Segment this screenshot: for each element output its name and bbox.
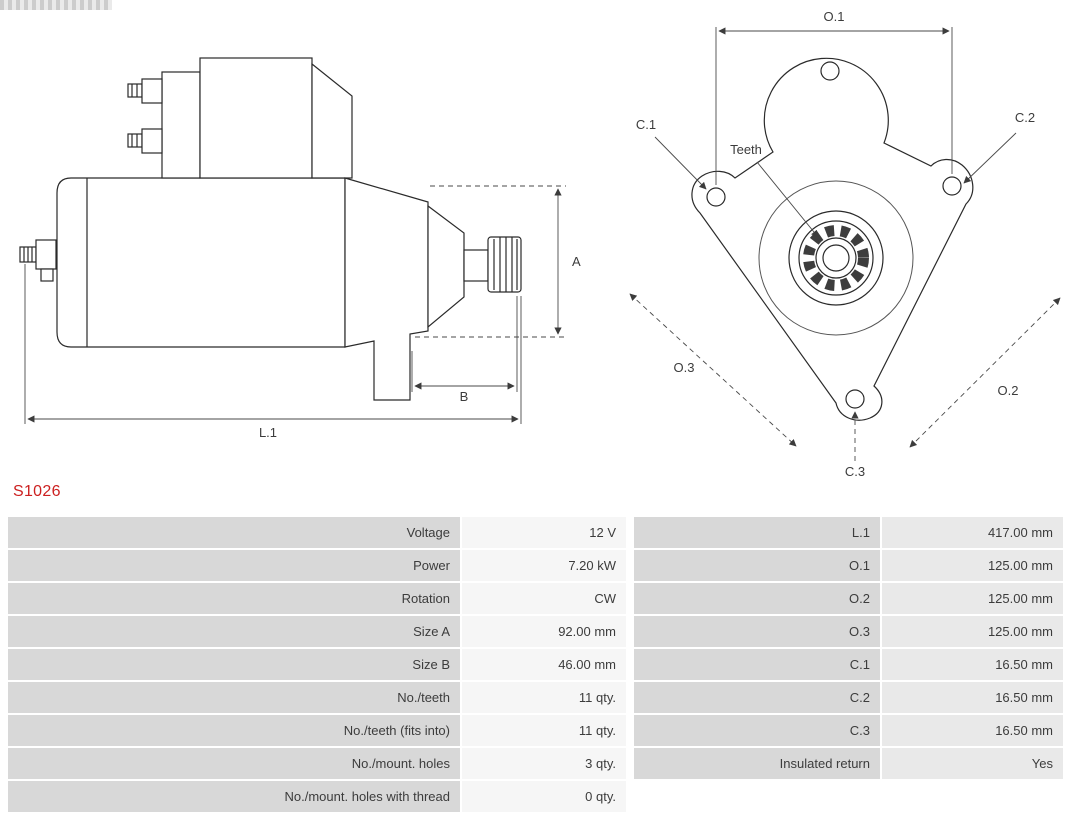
- spec-label: Power: [8, 550, 460, 581]
- spec-label: O.2: [634, 583, 880, 614]
- spec-label: O.3: [634, 616, 880, 647]
- spec-label: No./mount. holes with thread: [8, 781, 460, 812]
- spec-label: [634, 781, 880, 812]
- dim-label-c3: C.3: [845, 464, 865, 479]
- table-row: No./mount. holes 3 qty. Insulated return…: [8, 748, 1063, 779]
- spec-label: No./teeth (fits into): [8, 715, 460, 746]
- spec-label: No./mount. holes: [8, 748, 460, 779]
- dim-label-c2: C.2: [1015, 110, 1035, 125]
- side-view-dimension-lines: [24, 185, 566, 424]
- pinion-teeth-ring: [803, 225, 869, 291]
- dim-label-a: A: [572, 254, 581, 269]
- mounting-flange-outline: [691, 57, 974, 421]
- spec-value: 11 qty.: [462, 715, 626, 746]
- spec-value: CW: [462, 583, 626, 614]
- table-row: Voltage 12 V L.1 417.00 mm: [8, 517, 1063, 548]
- logo-strip: [0, 0, 112, 10]
- spec-label: No./teeth: [8, 682, 460, 713]
- spec-label: C.2: [634, 682, 880, 713]
- spec-label: Voltage: [8, 517, 460, 548]
- spec-value: 417.00 mm: [882, 517, 1063, 548]
- flange-holes: [706, 61, 962, 409]
- dim-label-b: B: [460, 389, 469, 404]
- spec-value: 16.50 mm: [882, 649, 1063, 680]
- dim-label-o1: O.1: [824, 9, 845, 24]
- spec-value: [882, 781, 1063, 812]
- table-row: No./teeth 11 qty. C.2 16.50 mm: [8, 682, 1063, 713]
- spec-label: C.1: [634, 649, 880, 680]
- table-row: Power 7.20 kW O.1 125.00 mm: [8, 550, 1063, 581]
- side-view-drawing: A B L.1: [19, 57, 581, 440]
- spec-value: 46.00 mm: [462, 649, 626, 680]
- spec-label: Size B: [8, 649, 460, 680]
- spec-label: Insulated return: [634, 748, 880, 779]
- dim-label-o2: O.2: [998, 383, 1019, 398]
- spec-value: 0 qty.: [462, 781, 626, 812]
- table-row: No./mount. holes with thread 0 qty.: [8, 781, 1063, 812]
- teeth-label: Teeth: [730, 142, 762, 157]
- table-row: Size B 46.00 mm C.1 16.50 mm: [8, 649, 1063, 680]
- dim-label-l1: L.1: [259, 425, 277, 440]
- table-row: Rotation CW O.2 125.00 mm: [8, 583, 1063, 614]
- front-view-drawing: O.1 C.1 C.2 Teeth O.3 O.2 C.3: [629, 9, 1061, 479]
- spec-label: C.3: [634, 715, 880, 746]
- front-view-dimension-lines: [629, 27, 1061, 461]
- spec-value: 7.20 kW: [462, 550, 626, 581]
- spec-value: 16.50 mm: [882, 682, 1063, 713]
- spec-label: Size A: [8, 616, 460, 647]
- table-row: Size A 92.00 mm O.3 125.00 mm: [8, 616, 1063, 647]
- spec-value: 12 V: [462, 517, 626, 548]
- spec-value: 125.00 mm: [882, 550, 1063, 581]
- spec-value: 16.50 mm: [882, 715, 1063, 746]
- spec-value: Yes: [882, 748, 1063, 779]
- spec-label: O.1: [634, 550, 880, 581]
- spec-label: L.1: [634, 517, 880, 548]
- spec-value: 125.00 mm: [882, 583, 1063, 614]
- dim-label-o3: O.3: [674, 360, 695, 375]
- spec-table: Voltage 12 V L.1 417.00 mm Power 7.20 kW…: [8, 517, 1063, 814]
- spec-value: 11 qty.: [462, 682, 626, 713]
- table-row: No./teeth (fits into) 11 qty. C.3 16.50 …: [8, 715, 1063, 746]
- dim-label-c1: C.1: [636, 117, 656, 132]
- starter-motor-outline: [19, 57, 522, 401]
- spec-value: 3 qty.: [462, 748, 626, 779]
- spec-value: 92.00 mm: [462, 616, 626, 647]
- spec-value: 125.00 mm: [882, 616, 1063, 647]
- spec-label: Rotation: [8, 583, 460, 614]
- part-number: S1026: [13, 483, 61, 500]
